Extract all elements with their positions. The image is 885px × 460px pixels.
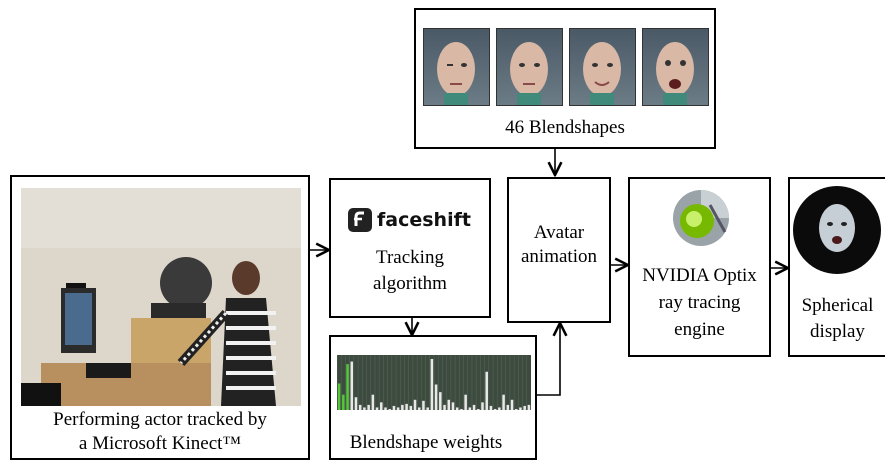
weight-bar xyxy=(375,407,379,410)
weight-bar xyxy=(430,359,434,410)
blendshape-face-neutral xyxy=(496,28,563,106)
weight-bar xyxy=(363,407,366,410)
weight-bar xyxy=(392,405,396,410)
actor-scene-image xyxy=(21,188,301,406)
avatar-box: Avatar animation xyxy=(507,177,611,323)
avatar-label-line1: Avatar xyxy=(533,222,585,243)
faceshift-logo: faceshift xyxy=(347,206,471,234)
weight-bar xyxy=(337,383,341,410)
weight-bar xyxy=(434,384,438,410)
weight-bar xyxy=(447,399,451,410)
weight-bar xyxy=(472,404,476,410)
face-icon xyxy=(437,42,475,105)
faceshift-logo-text: faceshift xyxy=(377,209,471,231)
weight-bar xyxy=(354,397,358,410)
blendshape-face-open-mouth xyxy=(642,28,709,106)
weight-bar xyxy=(443,404,446,410)
weight-bar xyxy=(489,405,493,410)
weights-box: Blendshape weights xyxy=(329,335,537,460)
faceshift-logo-icon xyxy=(348,208,372,232)
weight-bar xyxy=(485,371,488,410)
weight-bar xyxy=(422,400,425,410)
actor-caption-line1: Performing actor tracked by xyxy=(53,409,267,430)
weight-bar xyxy=(506,404,510,410)
avatar-label-line2: animation xyxy=(521,246,597,267)
display-box: Spherical display xyxy=(788,177,885,357)
weight-bar xyxy=(401,404,404,410)
weight-bar xyxy=(417,407,421,410)
weight-bar xyxy=(523,405,526,410)
weight-bar xyxy=(409,405,413,410)
weight-bar xyxy=(451,402,455,410)
optix-label-line2: ray tracing xyxy=(658,292,741,313)
blendshapes-caption: 46 Blendshapes xyxy=(505,117,625,138)
weight-bar xyxy=(477,408,480,410)
weight-bar xyxy=(502,394,505,410)
weights-caption: Blendshape weights xyxy=(349,432,503,453)
optix-logo-icon xyxy=(673,190,729,246)
weight-bar xyxy=(481,402,484,410)
weight-bar xyxy=(455,407,459,410)
weight-bar xyxy=(367,404,370,410)
weight-bar xyxy=(342,394,345,410)
weight-bar xyxy=(413,399,417,410)
actor-photo xyxy=(21,188,301,406)
tracking-label-line2: algorithm xyxy=(373,273,447,294)
weight-bar xyxy=(346,364,349,410)
blendshapes-box: 46 Blendshapes xyxy=(414,8,716,149)
optix-label-line1: NVIDIA Optix xyxy=(642,265,757,286)
tracking-box: faceshift Tracking algorithm xyxy=(329,178,491,318)
weight-bar xyxy=(384,407,387,410)
weight-bar xyxy=(439,392,442,410)
weight-bar xyxy=(426,407,429,410)
weight-bar xyxy=(510,399,514,410)
face-icon xyxy=(510,42,548,105)
spherical-display-image xyxy=(793,186,881,274)
weight-bar xyxy=(380,402,383,410)
weight-bar xyxy=(493,408,497,410)
weight-bar xyxy=(464,394,467,410)
weight-bar xyxy=(388,408,391,410)
actor-box: Performing actor tracked by a Microsoft … xyxy=(10,175,310,460)
optix-label-line3: engine xyxy=(674,319,725,340)
weight-bar xyxy=(519,407,522,410)
blendshape-weights-chart xyxy=(337,355,531,410)
arrow-weights-to-avatar xyxy=(537,323,560,396)
weight-bar xyxy=(358,404,362,410)
display-label-line2: display xyxy=(810,321,865,342)
tracking-label-line1: Tracking xyxy=(376,247,444,268)
weight-bar xyxy=(498,407,501,410)
actor-caption-line2: a Microsoft Kinect™ xyxy=(78,433,242,454)
face-icon xyxy=(583,42,621,105)
optix-box: NVIDIA Optix ray tracing engine xyxy=(628,177,771,357)
weight-bar xyxy=(527,404,531,410)
weight-bar xyxy=(350,361,354,410)
weight-bar xyxy=(405,403,408,410)
face-icon xyxy=(656,42,694,105)
display-label-line1: Spherical xyxy=(801,295,874,316)
weight-bar xyxy=(514,408,518,410)
blendshape-face-smile xyxy=(569,28,636,106)
weight-bar xyxy=(371,394,375,410)
blendshape-face-wink xyxy=(423,28,490,106)
weight-bar xyxy=(396,407,400,410)
weight-bar xyxy=(468,407,472,410)
weight-bar xyxy=(460,408,463,410)
